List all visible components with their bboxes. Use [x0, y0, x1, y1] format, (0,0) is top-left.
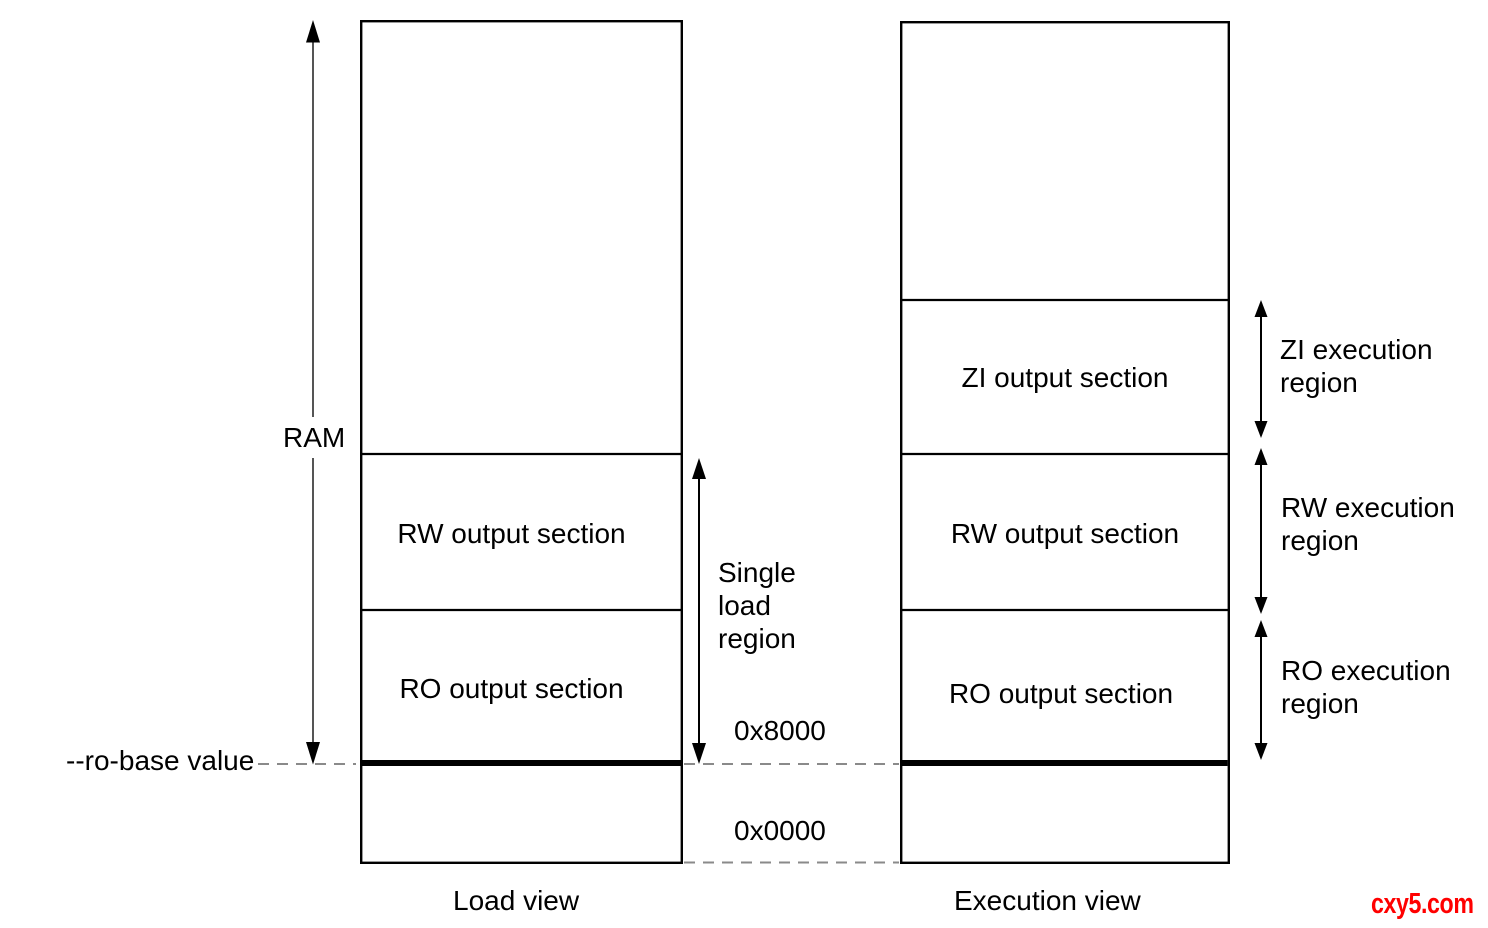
ro-arrow-down-head	[1254, 743, 1268, 760]
zi-arrow-down-head	[1254, 421, 1268, 438]
address-0x0000-label: 0x0000	[734, 815, 826, 846]
load-view-rw-section-label: RW output section	[397, 518, 626, 549]
dashed-lines	[258, 763, 899, 864]
execution-view-outline	[900, 21, 1231, 864]
single-load-region-label: Single load region	[718, 557, 796, 654]
load-view-caption: Load view	[453, 885, 580, 916]
load-view-box	[360, 20, 684, 864]
execution-view-caption: Execution view	[954, 885, 1141, 916]
rw-arrow-down-head	[1254, 597, 1268, 614]
ram-label: RAM	[283, 422, 346, 453]
execution-view-box	[900, 21, 1231, 864]
execution-view-rw-section-label: RW output section	[950, 518, 1180, 549]
ram-extent-arrow	[306, 20, 320, 765]
watermark: cxy5.com	[1371, 888, 1474, 920]
ro-execution-region-arrow	[1254, 620, 1268, 760]
single-load-arrow-down-head	[692, 743, 706, 764]
single-load-region-arrow	[692, 458, 706, 764]
zi-execution-region-label: ZI execution region	[1280, 334, 1433, 398]
rw-execution-region-label: RW execution region	[1281, 492, 1455, 556]
ro-arrow-up-head	[1254, 620, 1268, 637]
address-0x8000-label: 0x8000	[734, 715, 826, 746]
execution-view-ro-section-label: RO output section	[948, 678, 1174, 709]
ram-arrow-up-head	[306, 20, 320, 43]
load-view-ro-section-label: RO output section	[399, 673, 624, 704]
load-view-outline	[360, 20, 684, 864]
rw-arrow-up-head	[1254, 448, 1268, 465]
ram-arrow-down-head	[306, 742, 320, 765]
ro-base-value-label: --ro-base value	[66, 745, 255, 776]
zi-arrow-up-head	[1254, 300, 1268, 317]
zi-execution-region-arrow	[1254, 300, 1268, 438]
ro-execution-region-label: RO execution region	[1281, 655, 1451, 719]
rw-execution-region-arrow	[1254, 448, 1268, 614]
execution-view-zi-section-label: ZI output section	[961, 362, 1169, 393]
single-load-arrow-up-head	[692, 458, 706, 479]
